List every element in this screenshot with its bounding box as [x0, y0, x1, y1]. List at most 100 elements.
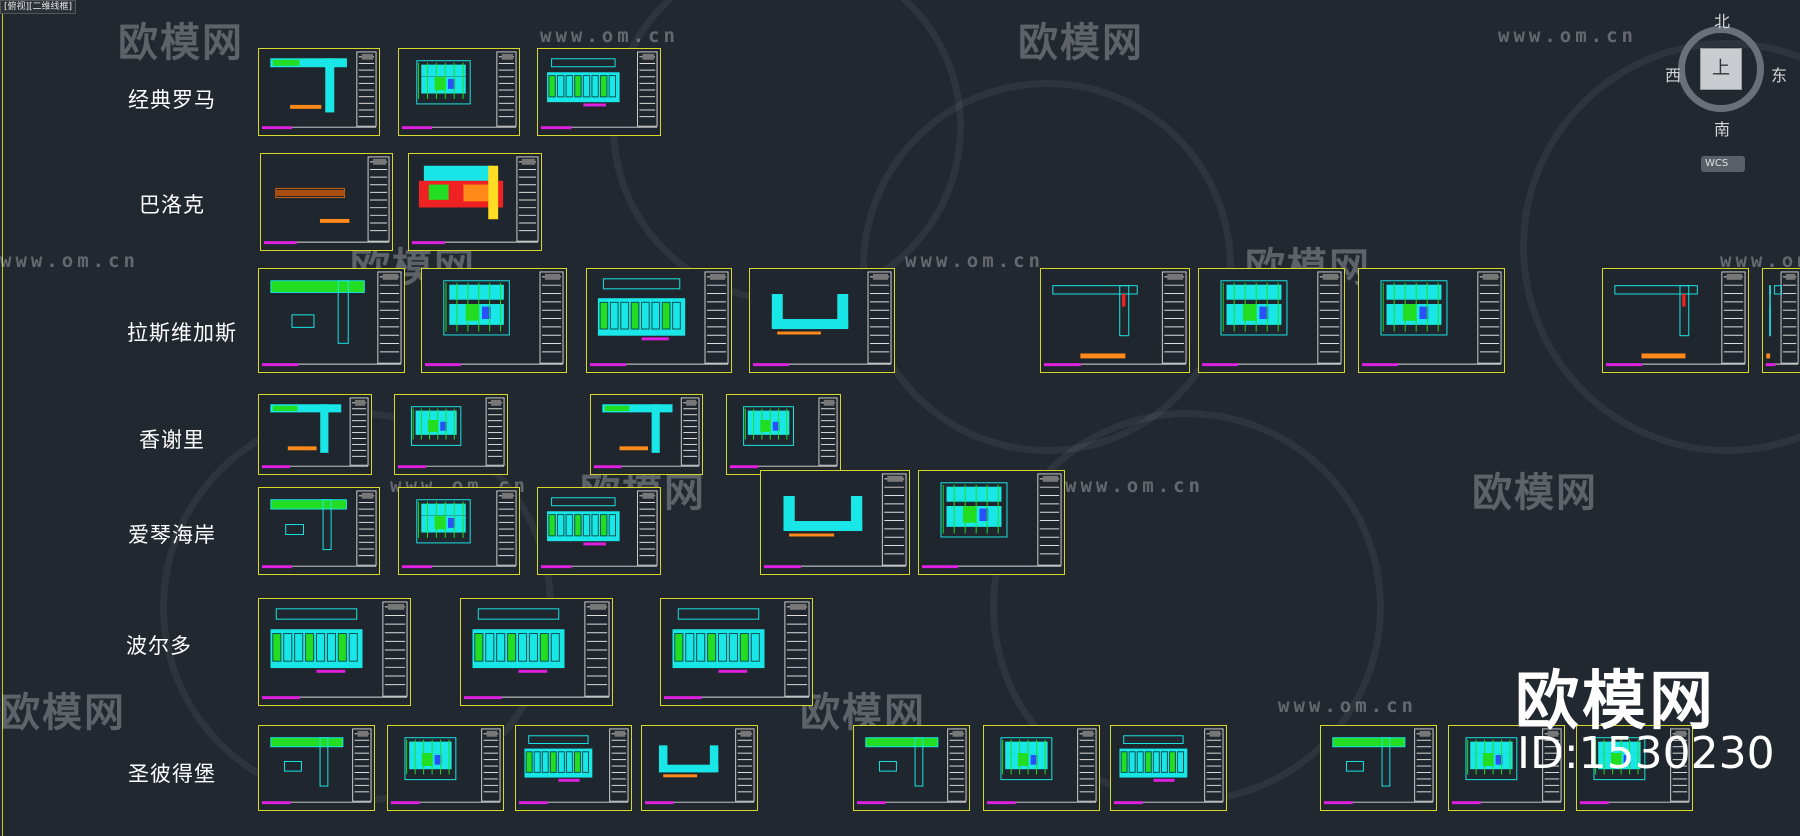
- sheet-drawing: [540, 490, 658, 569]
- watermark-arc: [610, 0, 964, 304]
- compass-north[interactable]: 北: [1714, 12, 1731, 31]
- row-label-st-petersburg: 圣彼得堡: [128, 762, 216, 786]
- sheet-drawing: [261, 601, 408, 700]
- sheet-drawing: [261, 397, 369, 469]
- sheet-drawing: [518, 728, 629, 805]
- drawing-sheet[interactable]: [460, 598, 613, 706]
- drawing-sheet[interactable]: [1040, 268, 1190, 373]
- ucs-axis-line: [2, 12, 3, 836]
- brand-watermark: 欧模网: [118, 20, 244, 66]
- drawing-sheet[interactable]: [421, 268, 567, 373]
- url-watermark: www.om.cn: [1065, 475, 1204, 497]
- row-label-las-vegas: 拉斯维加斯: [127, 321, 237, 345]
- drawing-sheet[interactable]: [590, 394, 703, 475]
- sheet-drawing: [763, 473, 907, 569]
- drawing-sheet[interactable]: [660, 598, 813, 706]
- sheet-drawing: [1451, 728, 1562, 805]
- sheet-drawing: [1113, 728, 1224, 805]
- sheet-drawing: [263, 156, 390, 245]
- drawing-sheet[interactable]: [1576, 725, 1693, 811]
- drawing-sheet[interactable]: [1320, 725, 1437, 811]
- viewcube-top-face[interactable]: 上: [1700, 48, 1742, 90]
- drawing-sheet[interactable]: [258, 268, 405, 373]
- big-brand-watermark: 欧模网: [1515, 665, 1716, 739]
- row-label-bordeaux: 波尔多: [126, 634, 192, 658]
- sheet-drawing: [1201, 271, 1342, 367]
- drawing-sheet[interactable]: [586, 268, 732, 373]
- wcs-menu-button[interactable]: WCS: [1701, 156, 1745, 172]
- url-watermark: www.om.cn: [1278, 695, 1417, 717]
- drawing-sheet[interactable]: [1358, 268, 1505, 373]
- compass-east[interactable]: 东: [1771, 66, 1788, 85]
- compass-west[interactable]: 西: [1665, 66, 1682, 85]
- drawing-sheet[interactable]: [1110, 725, 1227, 811]
- sheet-drawing: [1361, 271, 1502, 367]
- row-label-baroque: 巴洛克: [139, 193, 205, 217]
- sheet-drawing: [1765, 271, 1799, 367]
- sheet-drawing: [397, 397, 505, 469]
- drawing-sheet[interactable]: [537, 48, 661, 136]
- sheet-drawing: [1323, 728, 1434, 805]
- drawing-sheet[interactable]: [398, 487, 520, 575]
- drawing-sheet[interactable]: [1448, 725, 1565, 811]
- sheet-drawing: [401, 490, 517, 569]
- row-label-shangri-la: 香谢里: [139, 428, 205, 452]
- sheet-drawing: [401, 51, 517, 130]
- drawing-sheet[interactable]: [537, 487, 661, 575]
- drawing-sheet[interactable]: [258, 725, 375, 811]
- compass-south[interactable]: 南: [1714, 120, 1731, 139]
- brand-watermark: 欧模网: [1018, 20, 1144, 66]
- sheet-drawing: [463, 601, 610, 700]
- drawing-sheet[interactable]: [258, 487, 380, 575]
- drawing-sheet[interactable]: [258, 48, 380, 136]
- sheet-drawing: [1579, 728, 1690, 805]
- drawing-sheet[interactable]: [726, 394, 841, 475]
- drawing-sheet[interactable]: [394, 394, 508, 475]
- sheet-drawing: [261, 271, 402, 367]
- sheet-drawing: [593, 397, 700, 469]
- sheet-drawing: [261, 490, 377, 569]
- url-watermark: www.om.cn: [540, 25, 679, 47]
- url-watermark: www.om.cn: [1498, 25, 1637, 47]
- drawing-sheet[interactable]: [918, 470, 1065, 575]
- row-label-classic-rome: 经典罗马: [128, 88, 216, 112]
- drawing-sheet[interactable]: [515, 725, 632, 811]
- drawing-sheet[interactable]: [387, 725, 504, 811]
- view-control-label[interactable]: [俯视][二维线框]: [0, 0, 77, 14]
- sheet-drawing: [921, 473, 1062, 569]
- drawing-sheet[interactable]: [258, 394, 372, 475]
- sheet-drawing: [589, 271, 729, 367]
- viewcube-compass-ring[interactable]: [1678, 26, 1764, 112]
- sheet-drawing: [986, 728, 1097, 805]
- drawing-sheet[interactable]: [1762, 268, 1800, 373]
- drawing-sheet[interactable]: [749, 268, 895, 373]
- drawing-sheet[interactable]: [398, 48, 520, 136]
- sheet-drawing: [752, 271, 892, 367]
- sheet-drawing: [644, 728, 755, 805]
- sheet-drawing: [663, 601, 810, 700]
- drawing-sheet[interactable]: [1198, 268, 1345, 373]
- sheet-drawing: [729, 397, 838, 469]
- drawing-sheet[interactable]: [983, 725, 1100, 811]
- drawing-sheet[interactable]: [1602, 268, 1749, 373]
- drawing-sheet[interactable]: [258, 598, 411, 706]
- drawing-sheet[interactable]: [408, 153, 542, 251]
- drawing-sheet[interactable]: [260, 153, 393, 251]
- viewcube[interactable]: 北 南 西 东 上 WCS: [1665, 8, 1790, 172]
- brand-watermark: 欧模网: [0, 690, 126, 736]
- drawing-sheet[interactable]: [641, 725, 758, 811]
- sheet-drawing: [261, 728, 372, 805]
- brand-watermark: 欧模网: [1472, 470, 1598, 516]
- sheet-drawing: [261, 51, 377, 130]
- sheet-drawing: [540, 51, 658, 130]
- sheet-drawing: [1043, 271, 1187, 367]
- sheet-drawing: [424, 271, 564, 367]
- row-label-aegean-coast: 爱琴海岸: [128, 523, 216, 547]
- model-id-watermark: ID:1530230: [1517, 728, 1775, 779]
- sheet-drawing: [1605, 271, 1746, 367]
- sheet-drawing: [411, 156, 539, 245]
- url-watermark: www.om.cn: [905, 250, 1044, 272]
- drawing-sheet[interactable]: [760, 470, 910, 575]
- drawing-sheet[interactable]: [853, 725, 970, 811]
